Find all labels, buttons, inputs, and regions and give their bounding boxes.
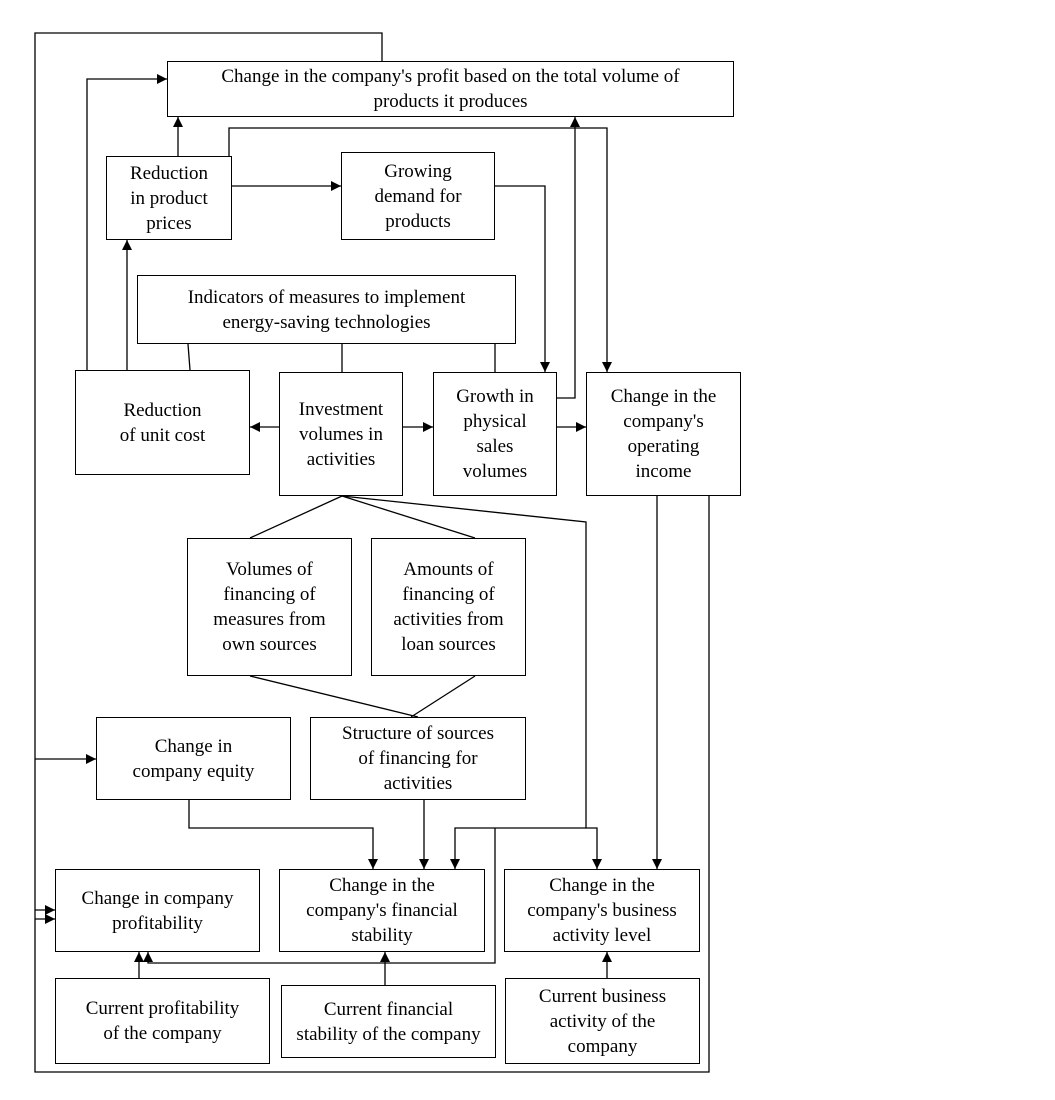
- arrow-prices-to-operating-income: [228, 127, 612, 372]
- node-profitability-label: Change in company profitability: [81, 887, 234, 934]
- node-growing-demand-label: Growing demand for products: [374, 160, 462, 232]
- link-own-sources-to-structure: [249, 675, 419, 718]
- node-own-sources-label: Volumes of financing of measures from ow…: [213, 559, 326, 655]
- node-structure-sources: Structure of sources of financing for ac…: [310, 717, 526, 800]
- node-profit-total-volume: Change in the company's profit based on …: [167, 61, 734, 117]
- node-indicators-measures-label: Indicators of measures to implement ener…: [187, 286, 466, 333]
- node-current-financial-stability-label: Current financial stability of the compa…: [296, 998, 481, 1045]
- node-current-profitability-label: Current profitability of the company: [85, 998, 240, 1044]
- node-reduction-prices: Reduction in product prices: [106, 156, 232, 240]
- node-current-business-activity-label: Current business activity of the company: [538, 985, 667, 1057]
- node-financial-stability: Change in the company's financial stabil…: [279, 869, 485, 952]
- node-profit-total-volume-label: Change in the company's profit based on …: [221, 66, 680, 112]
- node-investment-volumes-label: Investment volumes in activities: [298, 398, 384, 470]
- node-reduction-prices-label: Reduction in product prices: [129, 162, 209, 234]
- node-growth-sales: Growth in physical sales volumes: [433, 372, 557, 496]
- node-current-financial-stability: Current financial stability of the compa…: [281, 985, 496, 1058]
- node-loan-sources: Amounts of financing of activities from …: [371, 538, 526, 676]
- node-loan-sources-label: Amounts of financing of activities from …: [393, 559, 504, 655]
- node-reduction-unit-cost-label: Reduction of unit cost: [119, 399, 206, 446]
- node-business-activity: Change in the company's business activit…: [504, 869, 700, 952]
- link-indicators-to-unit-cost: [187, 343, 191, 371]
- arrow-equity-to-financial-stability: [188, 800, 378, 869]
- node-current-profitability: Current profitability of the company: [55, 978, 270, 1064]
- node-investment-volumes: Investment volumes in activities: [279, 372, 403, 496]
- arrow-investment-branch-to-financial-stability: [450, 827, 586, 869]
- node-operating-income: Change in the company's operating income: [586, 372, 741, 496]
- node-financial-stability-label: Change in the company's financial stabil…: [306, 875, 458, 946]
- arrow-sales-to-profit: [557, 117, 580, 399]
- node-indicators-measures: Indicators of measures to implement ener…: [137, 275, 516, 344]
- node-company-equity: Change in company equity: [96, 717, 291, 800]
- arrow-loop-to-profitability: [143, 828, 496, 964]
- node-company-equity-label: Change in company equity: [132, 735, 255, 782]
- link-investment-to-own-sources: [249, 495, 343, 539]
- arrow-unit-cost-to-profit: [86, 74, 167, 370]
- arrow-demand-to-sales: [495, 185, 550, 372]
- node-growth-sales-label: Growth in physical sales volumes: [456, 386, 534, 482]
- node-own-sources: Volumes of financing of measures from ow…: [187, 538, 352, 676]
- link-outer-frame: [34, 32, 710, 1073]
- node-reduction-unit-cost: Reduction of unit cost: [75, 370, 250, 475]
- node-structure-sources-label: Structure of sources of financing for ac…: [342, 723, 494, 794]
- node-profitability: Change in company profitability: [55, 869, 260, 952]
- arrow-investment-to-business-activity: [341, 495, 602, 869]
- node-growing-demand: Growing demand for products: [341, 152, 495, 240]
- node-business-activity-label: Change in the company's business activit…: [527, 875, 677, 946]
- node-current-business-activity: Current business activity of the company: [505, 978, 700, 1064]
- link-loan-sources-to-structure: [410, 675, 476, 718]
- node-operating-income-label: Change in the company's operating income: [610, 386, 717, 482]
- link-investment-to-loan-sources: [341, 495, 476, 539]
